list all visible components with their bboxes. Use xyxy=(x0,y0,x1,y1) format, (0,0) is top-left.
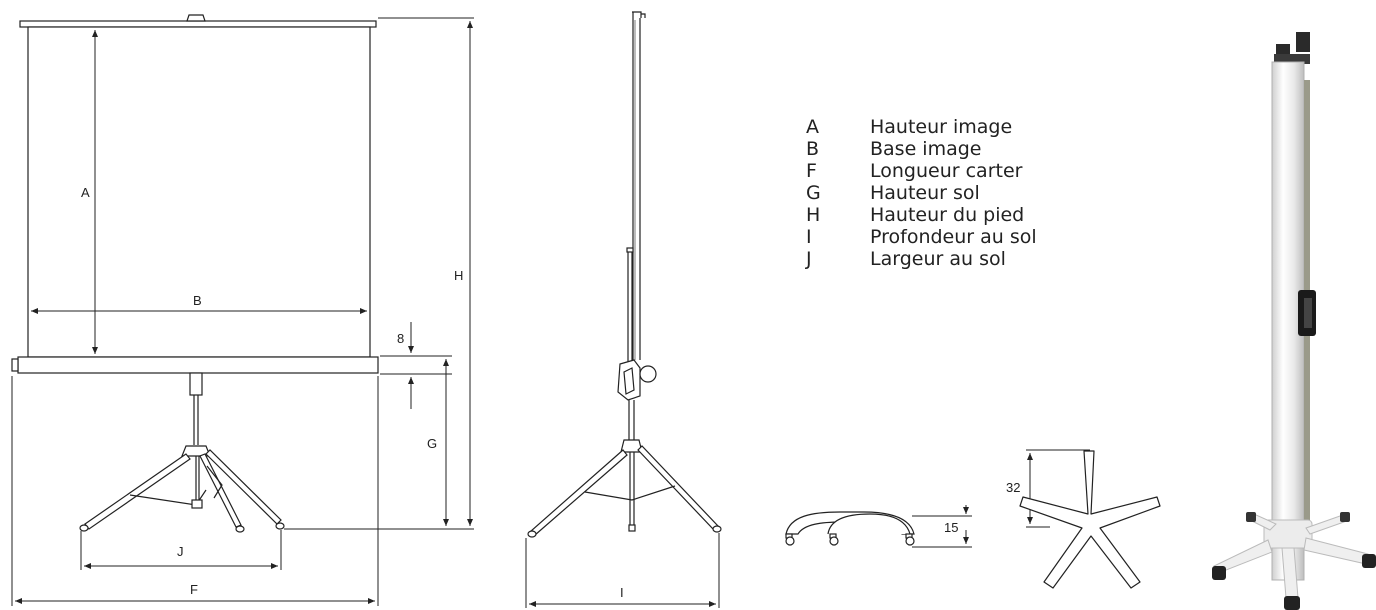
label-G: G xyxy=(427,436,437,451)
legend-row: G Hauteur sol xyxy=(806,182,1037,204)
legend-key: G xyxy=(806,182,821,204)
side-leg-left xyxy=(530,449,628,536)
front-leg-right xyxy=(205,449,282,525)
legend: A Hauteur image B Base image F Longueur … xyxy=(806,116,1037,270)
label-I: I xyxy=(620,585,624,600)
legend-key: F xyxy=(806,160,817,182)
label-15: 15 xyxy=(944,520,958,535)
legend-key: H xyxy=(806,204,821,226)
side-dimensions xyxy=(525,533,720,608)
legend-row: J Largeur au sol xyxy=(806,248,1037,270)
legend-text: Hauteur du pied xyxy=(870,204,1025,226)
case-endcap xyxy=(11,358,19,372)
top-bar xyxy=(19,20,377,28)
label-F: F xyxy=(190,582,198,597)
screen-case xyxy=(17,356,379,374)
base-dimensions xyxy=(912,449,1090,548)
legend-text: Longueur carter xyxy=(870,160,1023,182)
legend-text: Base image xyxy=(870,138,982,160)
front-leg-rear xyxy=(199,453,242,528)
front-leg-left xyxy=(84,453,191,530)
legend-row: A Hauteur image xyxy=(806,116,1037,138)
base-top-view xyxy=(1019,450,1161,589)
legend-key: I xyxy=(806,226,812,248)
legend-text: Largeur au sol xyxy=(870,248,1006,270)
label-32: 32 xyxy=(1006,480,1020,495)
side-leg-right xyxy=(637,445,719,531)
legend-row: I Profondeur au sol xyxy=(806,226,1037,248)
label-J: J xyxy=(177,544,184,559)
legend-row: B Base image xyxy=(806,138,1037,160)
legend-key: A xyxy=(806,116,819,138)
screen-surface xyxy=(27,26,371,358)
center-post xyxy=(189,372,203,396)
front-dimensions xyxy=(11,17,474,606)
legend-row: H Hauteur du pied xyxy=(806,204,1037,226)
label-H: H xyxy=(454,268,463,283)
base-side-view xyxy=(785,511,915,546)
legend-key: B xyxy=(806,138,820,160)
legend-key: J xyxy=(806,248,812,270)
front-view xyxy=(11,14,379,533)
label-B: B xyxy=(193,293,202,308)
product-photo xyxy=(1212,32,1376,610)
legend-text: Profondeur au sol xyxy=(870,226,1037,248)
label-8: 8 xyxy=(397,331,404,346)
legend-text: Hauteur image xyxy=(870,116,1013,138)
label-A: A xyxy=(81,185,90,200)
legend-text: Hauteur sol xyxy=(870,182,980,204)
side-view xyxy=(527,11,722,538)
side-knob xyxy=(639,365,657,383)
legend-row: F Longueur carter xyxy=(806,160,1037,182)
top-knob xyxy=(186,14,206,22)
